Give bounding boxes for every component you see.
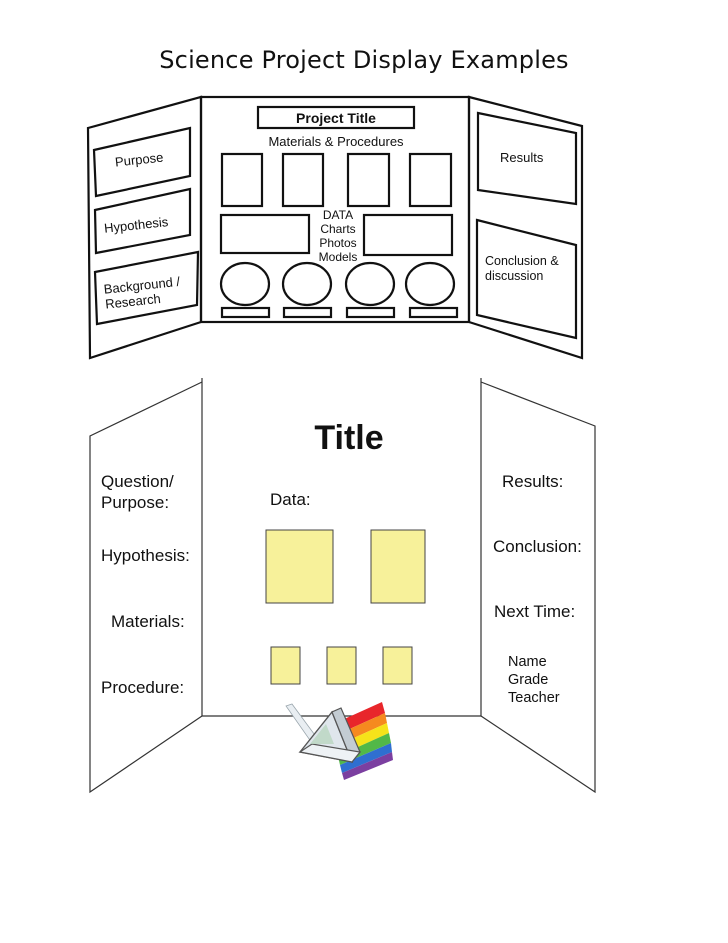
materials-label: Materials & Procedures — [268, 134, 404, 149]
board2-left-panel — [89, 381, 203, 794]
next-time-label: Next Time: — [494, 602, 575, 621]
purpose-label: Purpose — [114, 150, 164, 170]
model-circle-2 — [281, 261, 333, 307]
conclusion-label-line2: discussion — [485, 269, 543, 283]
board1-right-panel — [467, 95, 584, 360]
board2-data-boxes — [265, 529, 426, 685]
procedure2-label: Procedure: — [101, 678, 184, 697]
data-box-left — [219, 213, 311, 255]
page-title: Science Project Display Examples — [159, 46, 569, 74]
caption-bar-2 — [282, 306, 333, 319]
data-line-4: Models — [319, 250, 358, 264]
results-box — [476, 111, 578, 206]
materials-box-2 — [281, 152, 325, 208]
hypothesis-box — [93, 187, 192, 255]
background-label-line2: Research — [105, 291, 162, 312]
rainbow-violet — [342, 752, 393, 780]
question-label-line2: Purpose: — [101, 493, 169, 512]
conclusion-label-line1: Conclusion & — [485, 254, 559, 268]
board2-texts: Title Data: Question/ Purpose: Hypothesi… — [101, 419, 582, 706]
data-box-right — [362, 213, 454, 257]
board2-title: Title — [314, 419, 383, 457]
name-label: Name — [508, 654, 547, 670]
materials2-label: Materials: — [111, 612, 185, 631]
data-box-small-2 — [326, 646, 357, 685]
project-title-box — [256, 105, 416, 130]
hypothesis-label: Hypothesis — [103, 214, 169, 236]
results2-label: Results: — [502, 472, 563, 491]
data-line-3: Photos — [319, 236, 356, 250]
data-line-1: DATA — [323, 208, 353, 222]
board2-data-label: Data: — [270, 490, 311, 509]
board2-right-panel — [480, 381, 596, 794]
project-title-label: Project Title — [296, 110, 376, 126]
data-box-small-3 — [382, 646, 413, 685]
data-box-large-2 — [370, 529, 426, 604]
model-circle-4 — [404, 261, 456, 307]
teacher-label: Teacher — [508, 690, 560, 706]
board1-texts: Purpose Hypothesis Background / Research… — [103, 110, 559, 312]
materials-box-4 — [408, 152, 453, 208]
data-box-small-1 — [270, 646, 301, 685]
results-label: Results — [500, 150, 544, 165]
model-circle-3 — [344, 261, 396, 307]
grade-label: Grade — [508, 672, 548, 688]
prism-rainbow-icon — [285, 702, 393, 780]
rainbow-blue — [340, 743, 392, 773]
materials-box-3 — [346, 152, 391, 208]
materials-box-1 — [220, 152, 264, 208]
conclusion2-label: Conclusion: — [493, 537, 582, 556]
board-sketch — [86, 95, 584, 360]
purpose-box — [92, 126, 192, 198]
background-box — [93, 250, 200, 326]
caption-bar-3 — [345, 306, 396, 319]
model-circle-1 — [219, 261, 271, 307]
caption-bar-4 — [408, 306, 459, 319]
data-line-2: Charts — [320, 222, 355, 236]
caption-bar-1 — [220, 306, 271, 319]
hypothesis2-label: Hypothesis: — [101, 546, 190, 565]
question-label-line1: Question/ — [101, 472, 174, 491]
conclusion-box — [475, 218, 578, 340]
data-box-large-1 — [265, 529, 334, 604]
